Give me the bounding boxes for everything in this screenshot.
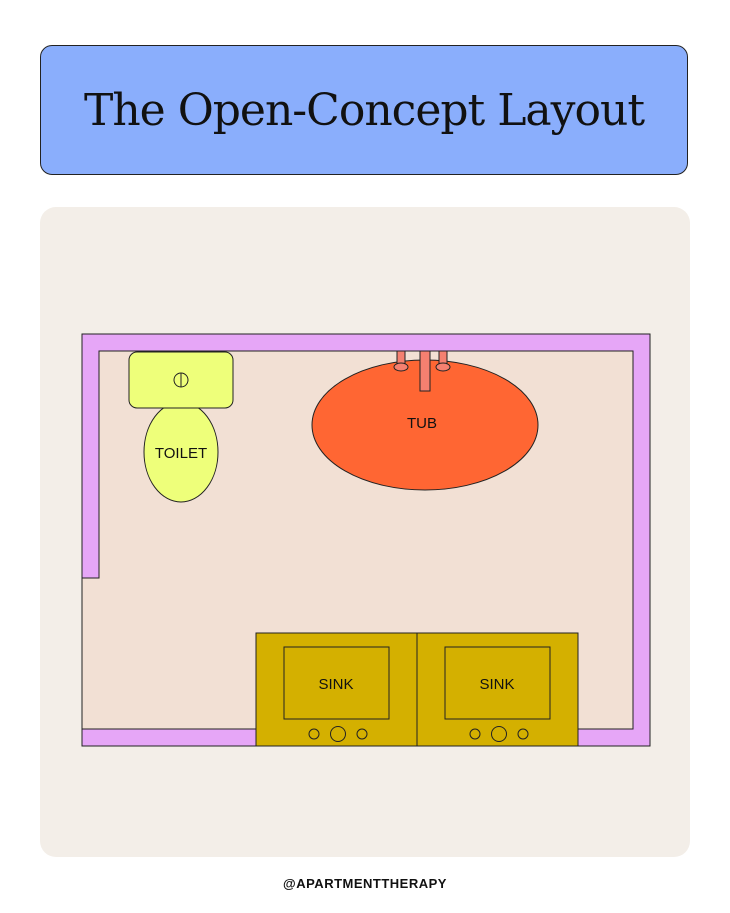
credit-watermark: @APARTMENTTHERAPY — [283, 876, 447, 891]
sink-left-label: SINK — [318, 676, 353, 693]
tub: TUB — [311, 350, 539, 491]
sink-right-faucet-icon — [491, 726, 507, 742]
wall-top-left-right — [81, 333, 651, 747]
sink-left-faucet-icon — [330, 726, 346, 742]
toilet: TOILET — [128, 351, 234, 503]
sink-right-handle-icon — [469, 728, 481, 740]
tub-label: TUB — [407, 415, 437, 432]
title-banner: The Open-Concept Layout — [40, 45, 688, 175]
sink-left: SINK — [283, 646, 390, 742]
sink-right-label: SINK — [479, 676, 514, 693]
sink-left-handle-icon — [308, 728, 320, 740]
toilet-label: TOILET — [155, 445, 207, 462]
sink-right: SINK — [444, 646, 551, 742]
sink-left-handle-icon — [356, 728, 368, 740]
vanity-cabinet-left — [255, 632, 418, 747]
sink-right-basin — [444, 646, 551, 720]
vanity: SINK SINK — [255, 632, 579, 747]
tub-faucet-spout — [419, 350, 431, 392]
sink-left-basin — [283, 646, 390, 720]
sink-right-handle-icon — [517, 728, 529, 740]
page-title: The Open-Concept Layout — [83, 84, 645, 136]
vanity-cabinet-right — [416, 632, 579, 747]
tub-handle-left-icon — [393, 362, 409, 372]
wall-bottom-left — [81, 728, 257, 747]
tub-handle-right-icon — [435, 362, 451, 372]
